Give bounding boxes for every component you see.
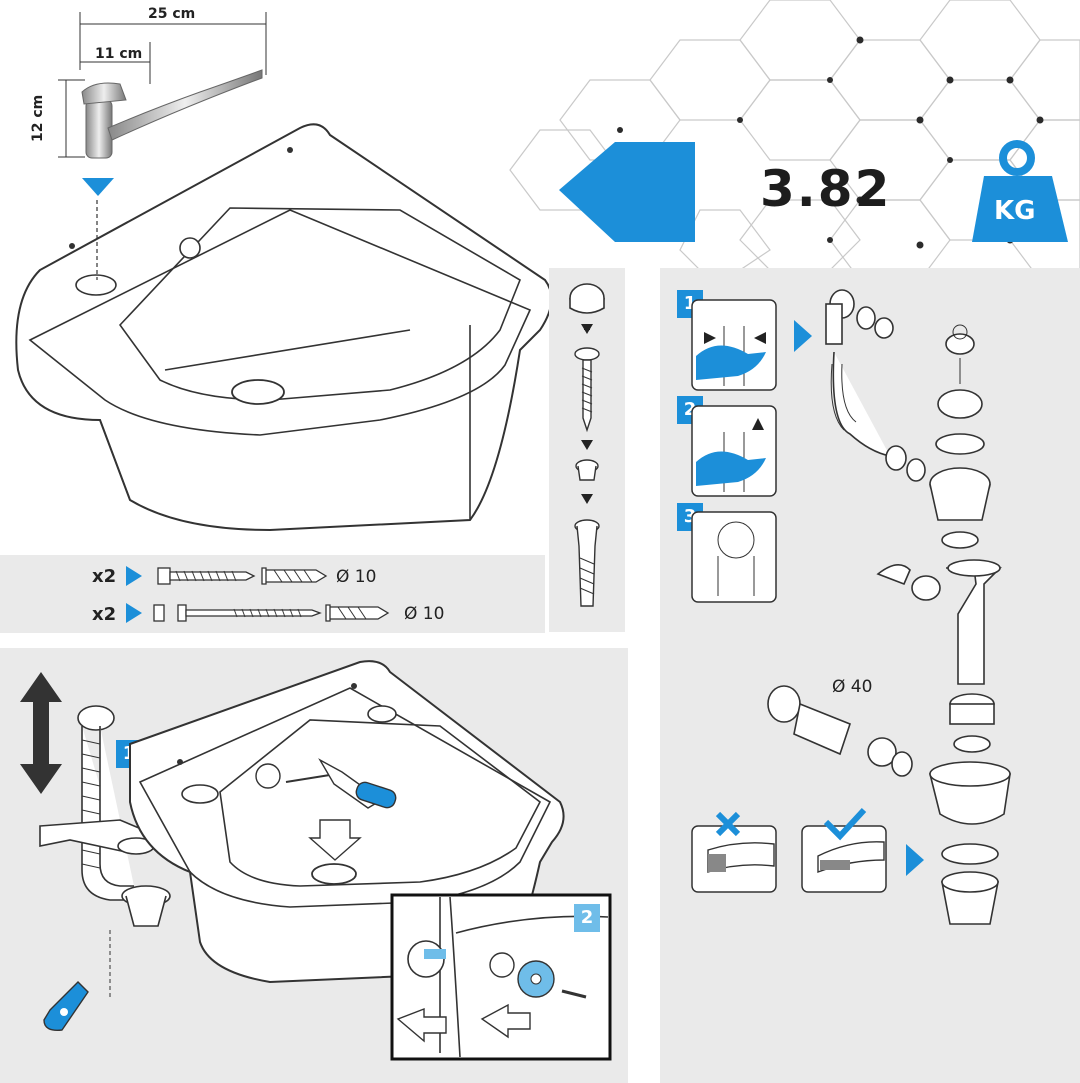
fixing-qty-1: x2 (92, 566, 117, 587)
seal-orientation-correct (801, 807, 887, 893)
back-arrow-icon (559, 142, 695, 242)
faucet-dimension-width-total: 25 cm (148, 6, 196, 22)
fixing-arrow-icon-2 (126, 603, 142, 623)
fixing-diameter-1: Ø 10 (336, 567, 377, 587)
weight-unit: KG (994, 196, 1036, 226)
weight-value: 3.82 (760, 160, 892, 218)
sink-illustration (15, 123, 553, 532)
vertical-adjust-arrow-icon (20, 672, 62, 794)
drain-step-arrow-icon (794, 320, 812, 352)
screw-kit-panel (0, 555, 545, 633)
drain-pipe-diameter: Ø 40 (832, 677, 873, 697)
seal-arrow-icon (906, 844, 924, 876)
faucet-dimension-width-spout: 11 cm (95, 46, 143, 62)
fixing-arrow-icon-1 (126, 566, 142, 586)
faucet-illustration (58, 12, 267, 159)
weight-icon (972, 140, 1068, 242)
screw-set-1 (157, 567, 328, 585)
drain-step-panels (691, 299, 777, 603)
drain-assembly-panel (660, 268, 1080, 1083)
screw-set-2 (153, 604, 390, 622)
seal-orientation-wrong (691, 811, 777, 893)
fixing-qty-2: x2 (92, 604, 117, 625)
drain-assembly-exploded-view (767, 289, 1011, 925)
fixing-diameter-2: Ø 10 (404, 604, 445, 624)
faucet-hole-arrow-icon (82, 178, 114, 196)
wall-plug-sequence (569, 283, 605, 607)
inset-step-badge: 2 (574, 904, 600, 932)
overflow-pipe-illustration (39, 705, 171, 1031)
inset-detail-frame (390, 893, 612, 1061)
